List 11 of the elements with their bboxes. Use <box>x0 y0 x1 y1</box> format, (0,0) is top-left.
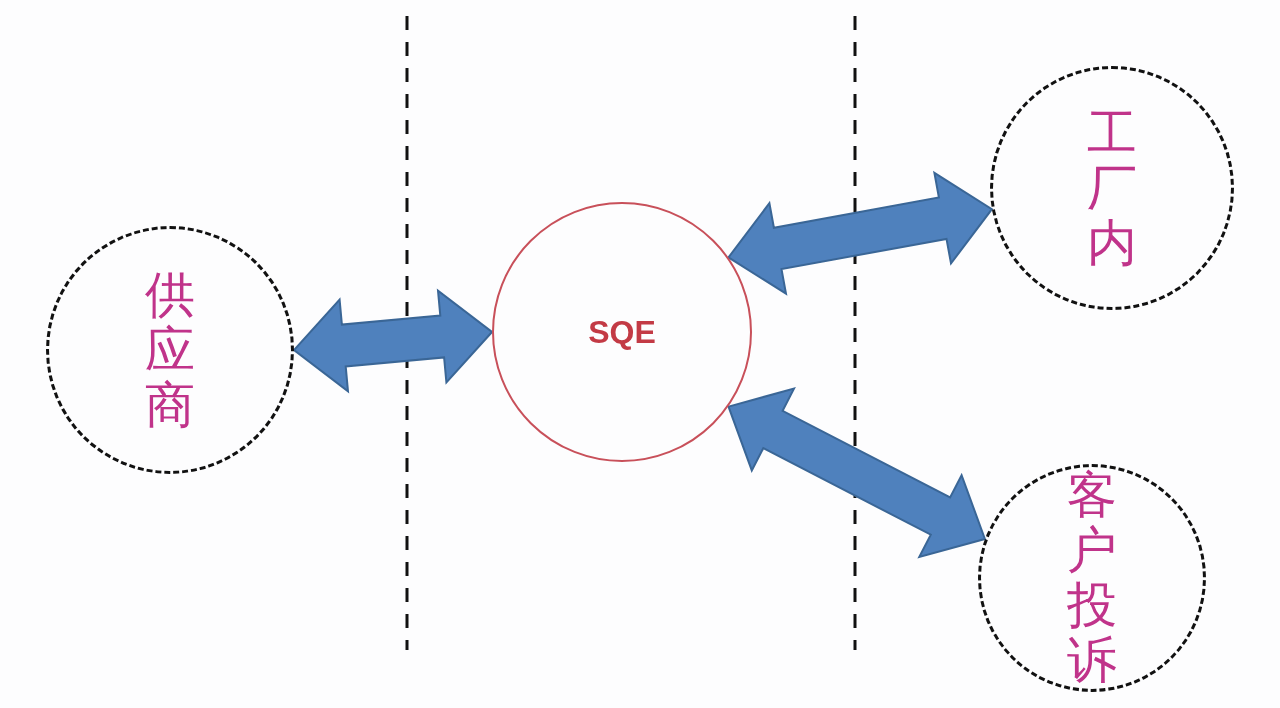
node-label: 供应商 <box>145 267 195 433</box>
double-arrow <box>292 288 494 394</box>
double-arrow <box>727 170 994 296</box>
dashed-circle <box>46 226 294 474</box>
double-arrow <box>727 387 987 559</box>
dashed-circle <box>990 66 1234 310</box>
node-label: 工厂内 <box>1087 105 1137 271</box>
dashed-circle <box>978 464 1206 692</box>
role-circle <box>492 202 752 462</box>
node-label: SQE <box>588 313 656 351</box>
node-label: 客户投诉 <box>1067 468 1117 688</box>
